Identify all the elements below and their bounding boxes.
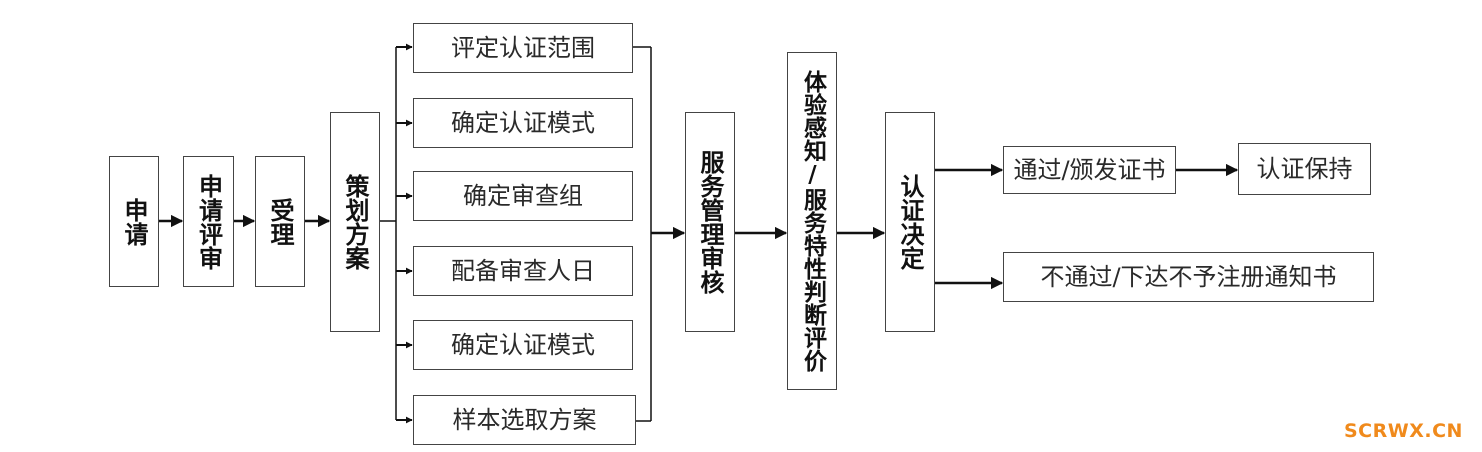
certification-decision-label: 认证决定 — [896, 174, 924, 270]
certification-decision-box: 认证决定 — [885, 112, 935, 332]
task-label-3: 确定审查组 — [463, 182, 583, 210]
apply-box: 申请 — [109, 156, 159, 287]
application-review-label: 申请评审 — [194, 173, 223, 270]
task-box-4: 配备审查人日 — [413, 246, 633, 296]
task-box-2: 确定认证模式 — [413, 98, 633, 148]
task-box-3: 确定审查组 — [413, 171, 633, 221]
site-watermark: SCRWX.CN — [1344, 420, 1463, 442]
experience-evaluation-box: 体验感知/服务特性判断评价 — [787, 52, 837, 390]
acceptance-label: 受理 — [266, 197, 294, 246]
maintain-box: 认证保持 — [1238, 143, 1371, 195]
pass-label: 通过/颁发证书 — [1013, 156, 1166, 184]
pass-box: 通过/颁发证书 — [1003, 146, 1176, 194]
fail-box: 不通过/下达不予注册通知书 — [1003, 252, 1374, 302]
task-label-6: 样本选取方案 — [452, 406, 597, 434]
plan-scheme-box: 策划方案 — [330, 112, 380, 332]
task-label-1: 评定认证范围 — [451, 34, 595, 62]
service-management-audit-label: 服务管理审核 — [696, 150, 724, 294]
task-box-1: 评定认证范围 — [413, 23, 633, 73]
acceptance-box: 受理 — [255, 156, 305, 287]
apply-label: 申请 — [120, 197, 148, 246]
task-label-2: 确定认证模式 — [451, 109, 595, 137]
plan-scheme-label: 策划方案 — [341, 174, 369, 270]
task-box-6: 样本选取方案 — [413, 395, 636, 445]
task-label-4: 配备审查人日 — [451, 257, 595, 285]
maintain-label: 认证保持 — [1256, 155, 1353, 183]
application-review-box: 申请评审 — [183, 156, 234, 287]
experience-evaluation-label: 体验感知/服务特性判断评价 — [799, 70, 826, 372]
task-box-5: 确定认证模式 — [413, 320, 633, 370]
service-management-audit-box: 服务管理审核 — [685, 112, 735, 332]
task-label-5: 确定认证模式 — [451, 331, 595, 359]
fail-label: 不通过/下达不予注册通知书 — [1040, 263, 1337, 291]
